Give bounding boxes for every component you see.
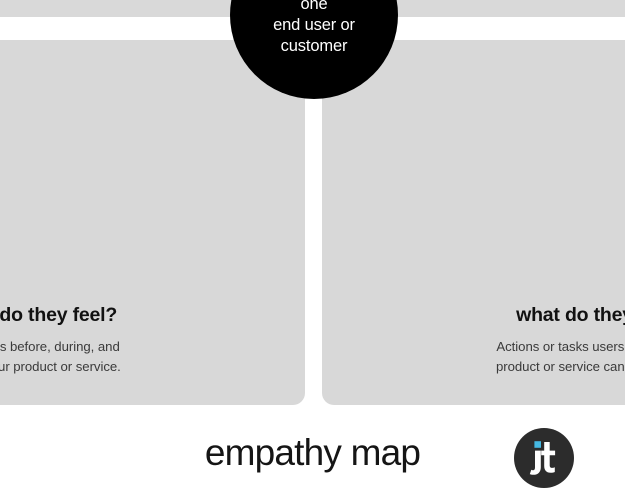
empathy-panel-do-body-line: product or service can mak	[495, 358, 625, 374]
empathy-panel-do-text: what do they Actions or tasks users take…	[322, 304, 625, 377]
jt-logo-mark	[529, 441, 556, 475]
jt-logo[interactable]	[514, 428, 574, 488]
empathy-panel-do-body: Actions or tasks users take product or s…	[348, 337, 625, 377]
empathy-panel-feel[interactable]: t do they feel? ons before, during, and …	[0, 40, 305, 405]
empathy-panel-do-body-line: Actions or tasks users take	[496, 338, 625, 354]
empathy-panel-feel-body-line: ons before, during, and	[0, 338, 120, 354]
empathy-panel-feel-text: t do they feel? ons before, during, and …	[0, 304, 305, 377]
center-bubble-line: one	[300, 0, 328, 13]
empathy-panel-feel-body-line: your product or service.	[0, 358, 121, 374]
empathy-center-bubble-text: describe one end user or customer	[263, 0, 365, 58]
center-bubble-line: end user or	[273, 16, 355, 34]
center-bubble-line: customer	[280, 37, 348, 56]
empathy-panel-feel-title: t do they feel?	[0, 304, 118, 327]
empathy-panel-do-title: what do they	[516, 304, 625, 327]
page-title: empathy map	[204, 432, 421, 473]
empathy-panel-do[interactable]: what do they Actions or tasks users take…	[322, 40, 625, 405]
empathy-panel-feel-body: ons before, during, and your product or …	[0, 337, 279, 377]
